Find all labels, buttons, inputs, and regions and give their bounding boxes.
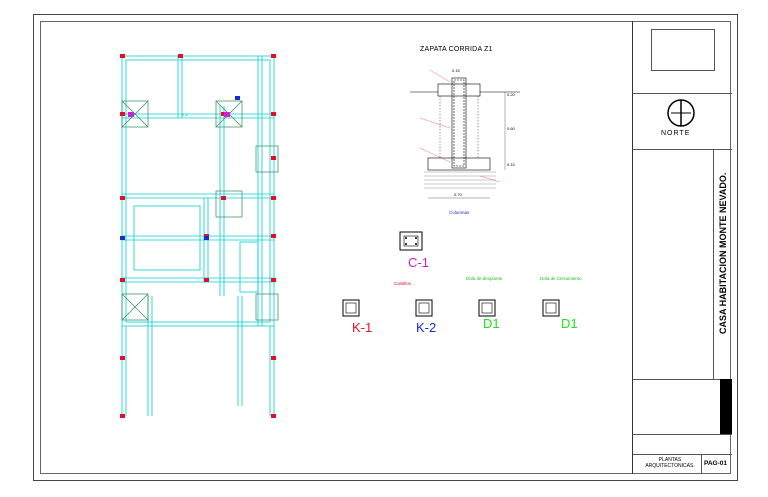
dala-cerramiento-title: Dala de Cerramiento [540, 276, 582, 281]
dim-slab: 0.15 [507, 162, 516, 167]
d1-desplante-section [478, 299, 496, 317]
dim-dala: 0.20 [507, 92, 516, 97]
d1-cerramiento-label: D1 [561, 316, 578, 331]
responsible-cell [633, 379, 732, 435]
drawing-frame [40, 21, 731, 474]
dim-height: 0.60 [507, 126, 516, 131]
c1-section [399, 231, 423, 251]
c1-label: C-1 [408, 255, 429, 270]
sheet-name: PLANTAS ARQUITECTONICAS. [645, 457, 695, 469]
sheet-number: PAG-01 [704, 460, 727, 467]
north-cell: NORTE [633, 93, 732, 150]
black-band [720, 379, 732, 434]
scale-cell [633, 434, 732, 455]
drawing-sheet [33, 14, 738, 481]
north-label: NORTE [661, 130, 691, 137]
d1-cerramiento-section [542, 299, 560, 317]
dala-desplante-title: Dala de desplante [466, 276, 503, 281]
sheet-number-box: PAG-01 [701, 454, 733, 474]
dim-width: 0.70 [454, 192, 463, 197]
k1-section [342, 299, 360, 317]
logo-box [651, 29, 715, 71]
title-block: NORTE CASA HABITACION MONTE NEVADO. PLAN… [632, 21, 732, 474]
k2-section [415, 299, 433, 317]
k1-label: K-1 [352, 320, 373, 335]
footing-section: 0.15 0.20 0.60 0.15 0.70 [410, 68, 520, 199]
dim-top: 0.15 [452, 68, 461, 73]
logo-cell [633, 21, 732, 94]
foundation-plan: Z-1 [120, 54, 279, 418]
sheet-cell: PLANTAS ARQUITECTONICAS. PAG-01 [633, 454, 732, 474]
beam-label: Z-1 [182, 112, 189, 117]
castillos-title: Castillos [394, 281, 412, 286]
notes-cell: CASA HABITACION MONTE NEVADO. [633, 149, 732, 380]
columnas-title: Columnas [449, 210, 470, 215]
project-name: CASA HABITACION MONTE NEVADO. [718, 172, 728, 334]
k2-label: K-2 [416, 320, 437, 335]
project-name-band: CASA HABITACION MONTE NEVADO. [713, 149, 733, 379]
north-arrow-icon [667, 99, 695, 127]
d1-desplante-label: D1 [483, 316, 500, 331]
detail-title: ZAPATA CORRIDA Z1 [420, 46, 493, 53]
